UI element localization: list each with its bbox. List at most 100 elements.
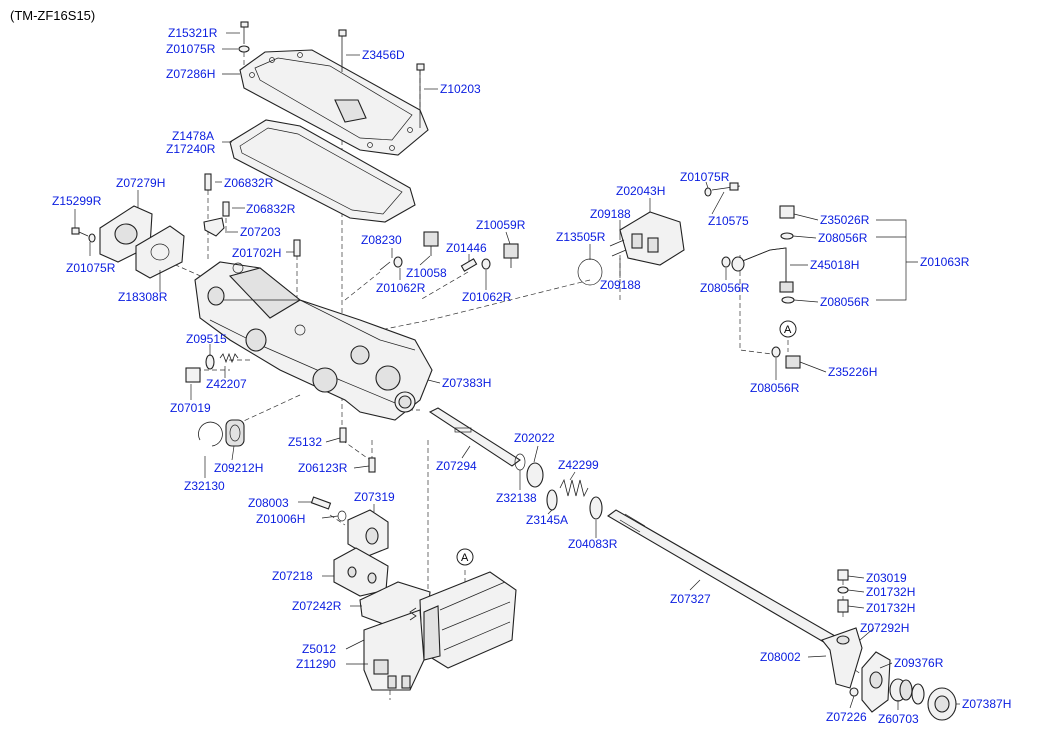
label-z32130[interactable]: Z32130 [184, 479, 225, 493]
gasket-z18308r [135, 225, 185, 279]
label-z09188-a[interactable]: Z09188 [590, 207, 631, 221]
label-z07292h[interactable]: Z07292H [860, 621, 909, 635]
label-z45018h[interactable]: Z45018H [810, 258, 859, 272]
label-z08230[interactable]: Z08230 [361, 233, 402, 247]
pin-z06832r-b [222, 201, 230, 217]
top-cover [239, 49, 429, 156]
pin-z06123r [368, 457, 376, 473]
snapring-z32130 [198, 421, 223, 447]
label-z08056r-a[interactable]: Z08056R [818, 231, 868, 245]
bolt-z10203 [416, 63, 425, 128]
shift-fork-z07319 [347, 509, 389, 557]
label-z42299[interactable]: Z42299 [558, 458, 599, 472]
label-z01446[interactable]: Z01446 [446, 241, 487, 255]
label-z07226[interactable]: Z07226 [826, 710, 867, 724]
cap-z07387h [927, 687, 957, 721]
label-z07387h[interactable]: Z07387H [962, 697, 1011, 711]
label-z04083r[interactable]: Z04083R [568, 537, 618, 551]
label-z01075r-a[interactable]: Z01075R [166, 42, 216, 56]
label-z60703[interactable]: Z60703 [878, 712, 919, 726]
spring-z42299 [559, 478, 589, 498]
callout-a-upper: A [779, 320, 797, 338]
label-z11290[interactable]: Z11290 [296, 657, 336, 671]
plug-z07019 [185, 367, 201, 383]
label-z07218[interactable]: Z07218 [272, 569, 313, 583]
label-z08056r-b[interactable]: Z08056R [700, 281, 750, 295]
bolt-z10575 [704, 182, 741, 197]
label-z08056r-c[interactable]: Z08056R [820, 295, 870, 309]
label-z10575[interactable]: Z10575 [708, 214, 749, 228]
label-z42207[interactable]: Z42207 [206, 377, 247, 391]
label-z07286h[interactable]: Z07286H [166, 67, 215, 81]
label-z01702h[interactable]: Z01702H [232, 246, 281, 260]
label-z17240r[interactable]: Z17240R [166, 142, 216, 156]
label-z3456d[interactable]: Z3456D [362, 48, 405, 62]
label-z09376r[interactable]: Z09376R [894, 656, 944, 670]
label-z06832r-a[interactable]: Z06832R [224, 176, 274, 190]
shaft-z07327 [607, 509, 843, 649]
pin-z08003 [310, 496, 332, 510]
label-z09515[interactable]: Z09515 [186, 332, 227, 346]
label-z06123r[interactable]: Z06123R [298, 461, 348, 475]
label-z01075r-c[interactable]: Z01075R [680, 170, 730, 184]
label-z01062r-a[interactable]: Z01062R [376, 281, 426, 295]
label-z03019[interactable]: Z03019 [866, 571, 907, 585]
nut-z07226 [849, 687, 859, 697]
label-z02022[interactable]: Z02022 [514, 431, 555, 445]
label-z07019[interactable]: Z07019 [170, 401, 211, 415]
label-z18308r[interactable]: Z18308R [118, 290, 168, 304]
label-z07319[interactable]: Z07319 [354, 490, 395, 504]
bolt-z15321r [238, 21, 250, 53]
label-z13505r[interactable]: Z13505R [556, 230, 606, 244]
label-z01732h-b[interactable]: Z01732H [866, 601, 915, 615]
label-z01075r-b[interactable]: Z01075R [66, 261, 116, 275]
label-z02043h[interactable]: Z02043H [616, 184, 665, 198]
label-z08056r-d[interactable]: Z08056R [750, 381, 800, 395]
label-z15299r[interactable]: Z15299R [52, 194, 102, 208]
lever-z07292h [861, 651, 891, 713]
cylinder-z5012 [363, 571, 517, 691]
label-z01062r-b[interactable]: Z01062R [462, 290, 512, 304]
label-z07279h[interactable]: Z07279H [116, 176, 165, 190]
diagram-title: (TM-ZF16S15) [10, 8, 96, 23]
label-z08003[interactable]: Z08003 [248, 496, 289, 510]
label-z1478a[interactable]: Z1478A [172, 129, 214, 143]
pipe-assembly-z01063r [721, 205, 795, 304]
label-z01006h[interactable]: Z01006H [256, 512, 305, 526]
label-z01732h-a[interactable]: Z01732H [866, 585, 915, 599]
callout-a-upper-label: A [784, 324, 792, 336]
washer-z04083r [589, 496, 603, 520]
seal-z01732h-a [837, 586, 849, 594]
fitting-z35226h [771, 346, 801, 369]
label-z5132[interactable]: Z5132 [288, 435, 322, 449]
label-z07327[interactable]: Z07327 [670, 592, 711, 606]
label-z35226h[interactable]: Z35226H [828, 365, 877, 379]
label-z3145a[interactable]: Z3145A [526, 513, 568, 527]
pin-z5132 [339, 427, 347, 443]
label-z10058[interactable]: Z10058 [406, 266, 447, 280]
callout-a-lower-label: A [461, 552, 469, 564]
label-z01063r[interactable]: Z01063R [920, 255, 970, 269]
label-z09188-b[interactable]: Z09188 [600, 278, 641, 292]
callout-a-lower: A [456, 548, 474, 566]
bearing-z60703 [889, 678, 913, 702]
pin-z08230 [379, 256, 403, 271]
label-z07242r[interactable]: Z07242R [292, 599, 342, 613]
label-z09212h[interactable]: Z09212H [214, 461, 263, 475]
label-z10059r[interactable]: Z10059R [476, 218, 526, 232]
label-z32138[interactable]: Z32138 [496, 491, 537, 505]
label-z07383h[interactable]: Z07383H [442, 376, 491, 390]
label-z08002[interactable]: Z08002 [760, 650, 801, 664]
label-z35026r[interactable]: Z35026R [820, 213, 870, 227]
label-z07294[interactable]: Z07294 [436, 459, 477, 473]
washer-z3145a [546, 489, 558, 511]
label-z07203[interactable]: Z07203 [240, 225, 281, 239]
label-z06832r-b[interactable]: Z06832R [246, 202, 296, 216]
label-z5012[interactable]: Z5012 [302, 642, 336, 656]
label-z10203[interactable]: Z10203 [440, 82, 481, 96]
label-z15321r[interactable]: Z15321R [168, 26, 218, 40]
lever-z08002 [821, 627, 863, 689]
oring-z13505r [577, 258, 603, 286]
sensor-z10058 [423, 231, 439, 256]
